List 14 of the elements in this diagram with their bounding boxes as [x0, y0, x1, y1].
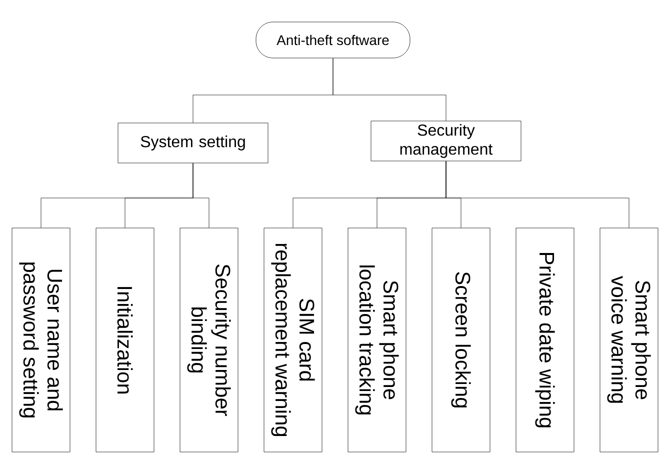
connector-line	[192, 162, 210, 228]
connector-line	[446, 160, 630, 228]
leaf-box: SIM card replacement warning	[264, 228, 322, 452]
leaf-box: Screen locking	[432, 228, 490, 452]
leaf-box: Security number binding	[180, 228, 238, 452]
process-box: Security management	[370, 120, 522, 162]
process-box: System setting	[118, 122, 268, 164]
leaf-box: Smart phone voice warning	[600, 228, 658, 452]
leaf-box: Initialization	[96, 228, 154, 452]
rounded-box: Anti-theft software	[256, 22, 410, 58]
connector-line	[332, 58, 446, 121]
leaf-box: Private date wiping	[516, 228, 574, 452]
leaf-box: User name and password setting	[12, 228, 70, 452]
leaf-box: Smart phone location tracking	[348, 228, 406, 452]
